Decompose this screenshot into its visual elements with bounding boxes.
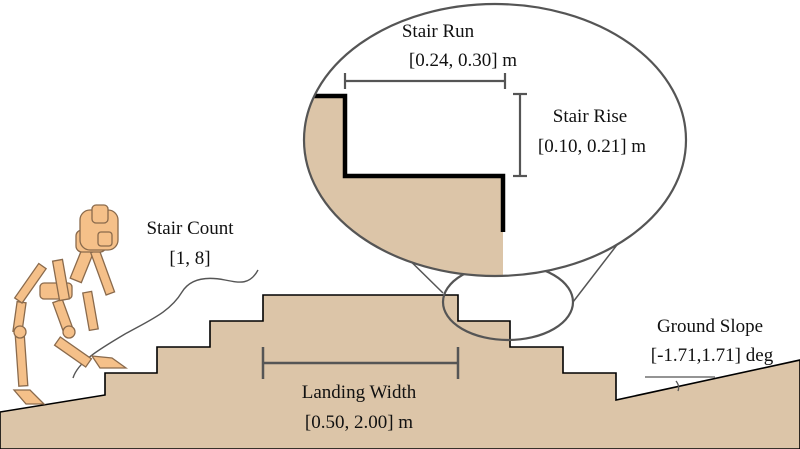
stair-rise-dimension	[513, 92, 527, 178]
stair-rise-title: Stair Rise	[553, 106, 627, 127]
stair-count-title: Stair Count	[146, 218, 234, 239]
stair-run-dimension	[343, 73, 507, 89]
landing-width-dimension	[261, 347, 460, 379]
robot-figure	[12, 204, 129, 405]
zoom-stair-edge	[304, 93, 506, 232]
ground-slope-range: [-1.71,1.71] deg	[651, 345, 774, 366]
landing-width-range: [0.50, 2.00] m	[305, 412, 413, 433]
landing-width-title: Landing Width	[302, 382, 417, 403]
stair-run-range: [0.24, 0.30] m	[409, 50, 517, 71]
ground-slope-title: Ground Slope	[657, 316, 763, 337]
ground-slope-angle	[645, 376, 715, 392]
stair-count-range: [1, 8]	[169, 248, 210, 269]
stair-run-title: Stair Run	[402, 21, 475, 42]
stair-count-pointer	[72, 269, 259, 379]
stair-rise-range: [0.10, 0.21] m	[538, 136, 646, 157]
terrain-stairs	[0, 294, 800, 449]
